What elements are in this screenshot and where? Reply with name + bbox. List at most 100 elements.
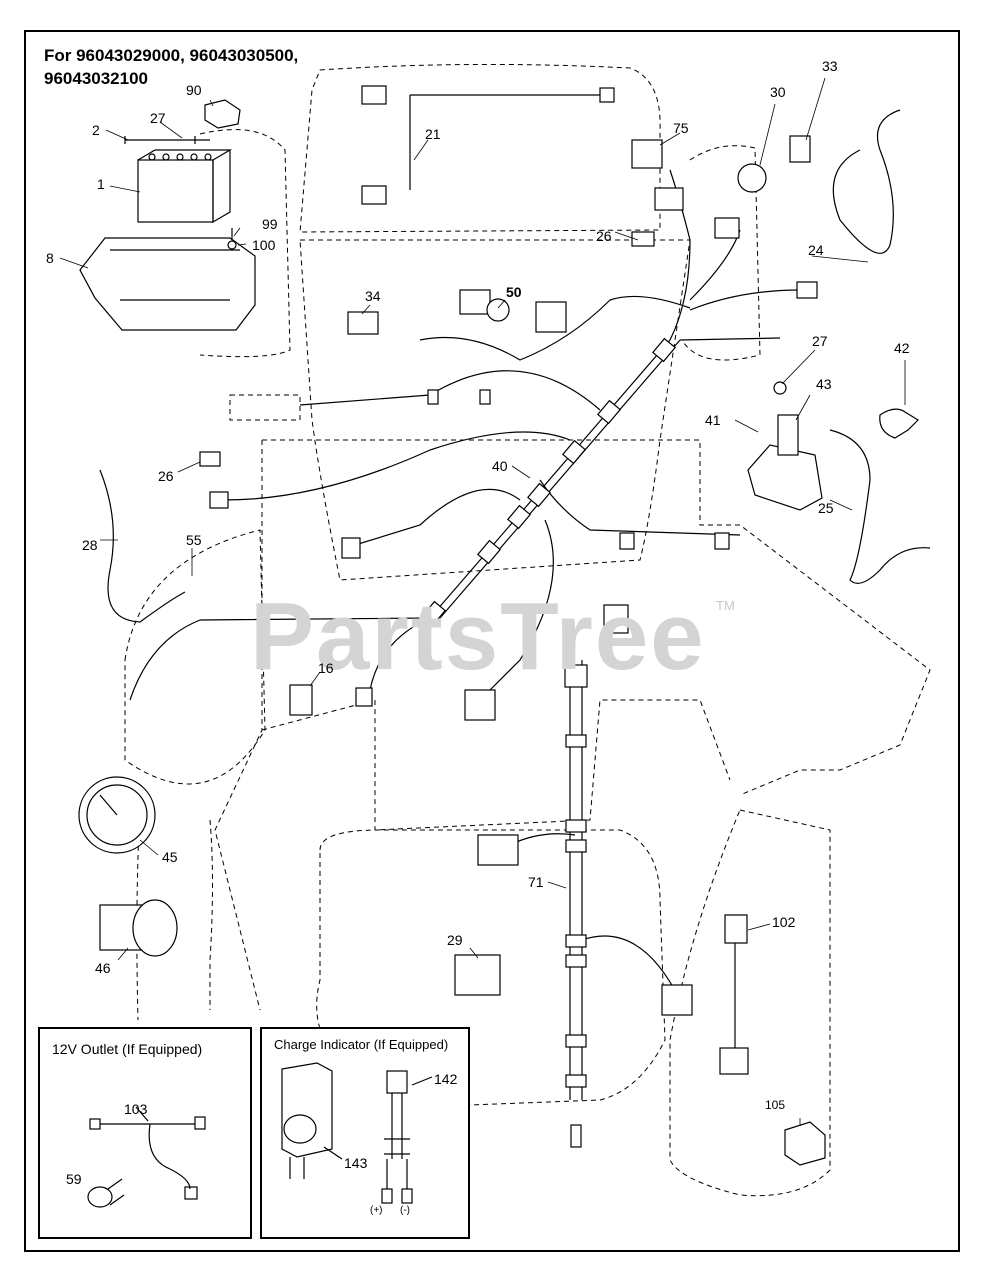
callout-45: 45 — [162, 849, 178, 865]
callout-71: 71 — [528, 874, 544, 890]
harness-wire-pto — [354, 488, 521, 546]
callout-21: 21 — [425, 126, 441, 142]
connector-102-top — [724, 914, 748, 944]
callout-25: 25 — [818, 500, 834, 516]
harness-branch-ign — [689, 229, 741, 301]
callout-24: 24 — [808, 242, 824, 258]
connector-seat — [477, 834, 519, 866]
callout-100: 100 — [252, 237, 276, 253]
callout-99: 99 — [262, 216, 278, 232]
model-title-line-1: For 96043029000, 96043030500, — [44, 46, 299, 65]
watermark: PartsTree — [250, 583, 706, 690]
main-harness — [99, 94, 931, 1100]
label-plate — [654, 187, 684, 211]
relay-mid — [464, 689, 496, 721]
right-fender — [681, 145, 761, 361]
connector-right — [796, 281, 818, 299]
washer-100 — [227, 240, 237, 250]
harness-branch-left — [299, 370, 601, 411]
ignition-30 — [737, 163, 767, 193]
callout-102: 102 — [772, 914, 796, 930]
watermark-tm: TM — [716, 598, 735, 613]
connector-front-top — [361, 85, 387, 105]
hood-outline — [299, 63, 661, 233]
frame-outline-center — [262, 439, 931, 796]
gauge-frame — [229, 394, 301, 421]
dash-outline — [299, 239, 691, 581]
terminal-negative: (-) — [400, 1205, 410, 1216]
harness-wire-front — [409, 94, 610, 190]
battery-cable-28 — [99, 469, 186, 623]
callout-28: 28 — [82, 537, 98, 553]
callout-55: 55 — [186, 532, 202, 548]
switch-50 — [459, 289, 491, 315]
callout-103: 103 — [124, 1101, 148, 1117]
harness-wire-fuse — [224, 431, 571, 501]
battery-zone — [199, 129, 291, 358]
leader-lines — [59, 77, 906, 1126]
callout-59: 59 — [66, 1171, 82, 1187]
pad-plate — [535, 301, 567, 333]
model-title-line-2: 96043032100 — [44, 69, 149, 88]
callout-16: 16 — [318, 660, 334, 676]
solenoid-105 — [784, 1121, 826, 1166]
model-title: For 96043029000, 96043030500, 9604303210… — [44, 44, 298, 90]
callout-1: 1 — [97, 176, 105, 192]
callout-41: 41 — [705, 412, 721, 428]
battery-cable-25 — [829, 429, 931, 584]
components — [78, 85, 919, 1166]
relay-right — [603, 604, 629, 634]
inset-12v-outlet: 12V Outlet (If Equipped) 103 59 — [38, 1027, 252, 1239]
left-fender — [124, 529, 266, 785]
harness-wire-rear-conn — [581, 935, 681, 1001]
connector-rear — [661, 984, 693, 1016]
harness-trunk-b — [439, 339, 681, 619]
connector-pto — [341, 537, 361, 559]
terminal-cover-90 — [204, 99, 241, 129]
fuse-26-left — [199, 451, 221, 467]
inset-charge-indicator-title: Charge Indicator (If Equipped) — [274, 1037, 449, 1052]
callout-105: 105 — [765, 1098, 786, 1112]
harness-clips — [422, 337, 730, 1088]
harness-wire-low — [369, 617, 431, 691]
callout-30: 30 — [770, 84, 786, 100]
connector-front-bottom — [361, 185, 387, 205]
frame-outline-mid — [261, 699, 731, 831]
callout-27-solenoid: 27 — [812, 333, 828, 349]
battery-tray — [79, 237, 256, 331]
callout-42: 42 — [894, 340, 910, 356]
harness-wire-ground — [129, 617, 431, 701]
battery-cable-24 — [832, 109, 901, 254]
rear-right-zone — [669, 809, 831, 1197]
fuse-26-top — [631, 231, 655, 247]
terminal-positive: (+) — [370, 1205, 383, 1216]
callout-90: 90 — [186, 82, 202, 98]
harness-branch-mid — [679, 337, 781, 341]
diagram-border — [24, 30, 960, 1252]
harness-trunk-a — [429, 339, 671, 619]
inset-12v-outlet-title: 12V Outlet (If Equipped) — [52, 1041, 203, 1057]
cap-42 — [879, 408, 919, 439]
connector-fuse — [209, 491, 229, 509]
connector-front-right — [599, 87, 615, 103]
battery-top — [137, 149, 233, 224]
solenoid-43-body — [777, 414, 799, 456]
callout-40: 40 — [492, 458, 508, 474]
charge-indicator-drawing — [281, 1062, 433, 1204]
callout-43: 43 — [816, 376, 832, 392]
callout-33: 33 — [822, 58, 838, 74]
callout-2: 2 — [92, 122, 100, 138]
harness-wire-seat — [539, 479, 741, 536]
switch-50-button — [486, 298, 510, 322]
harness-wire-relay — [479, 519, 554, 701]
switch-29 — [454, 954, 501, 996]
callout-142: 142 — [434, 1071, 458, 1087]
battery-group — [79, 99, 256, 331]
connector-16 — [289, 684, 313, 716]
callout-26-top: 26 — [596, 228, 612, 244]
harness-wire-seat-conn — [509, 833, 576, 846]
connector-rear-top — [564, 664, 588, 688]
callout-8: 8 — [46, 250, 54, 266]
callout-34: 34 — [365, 288, 381, 304]
